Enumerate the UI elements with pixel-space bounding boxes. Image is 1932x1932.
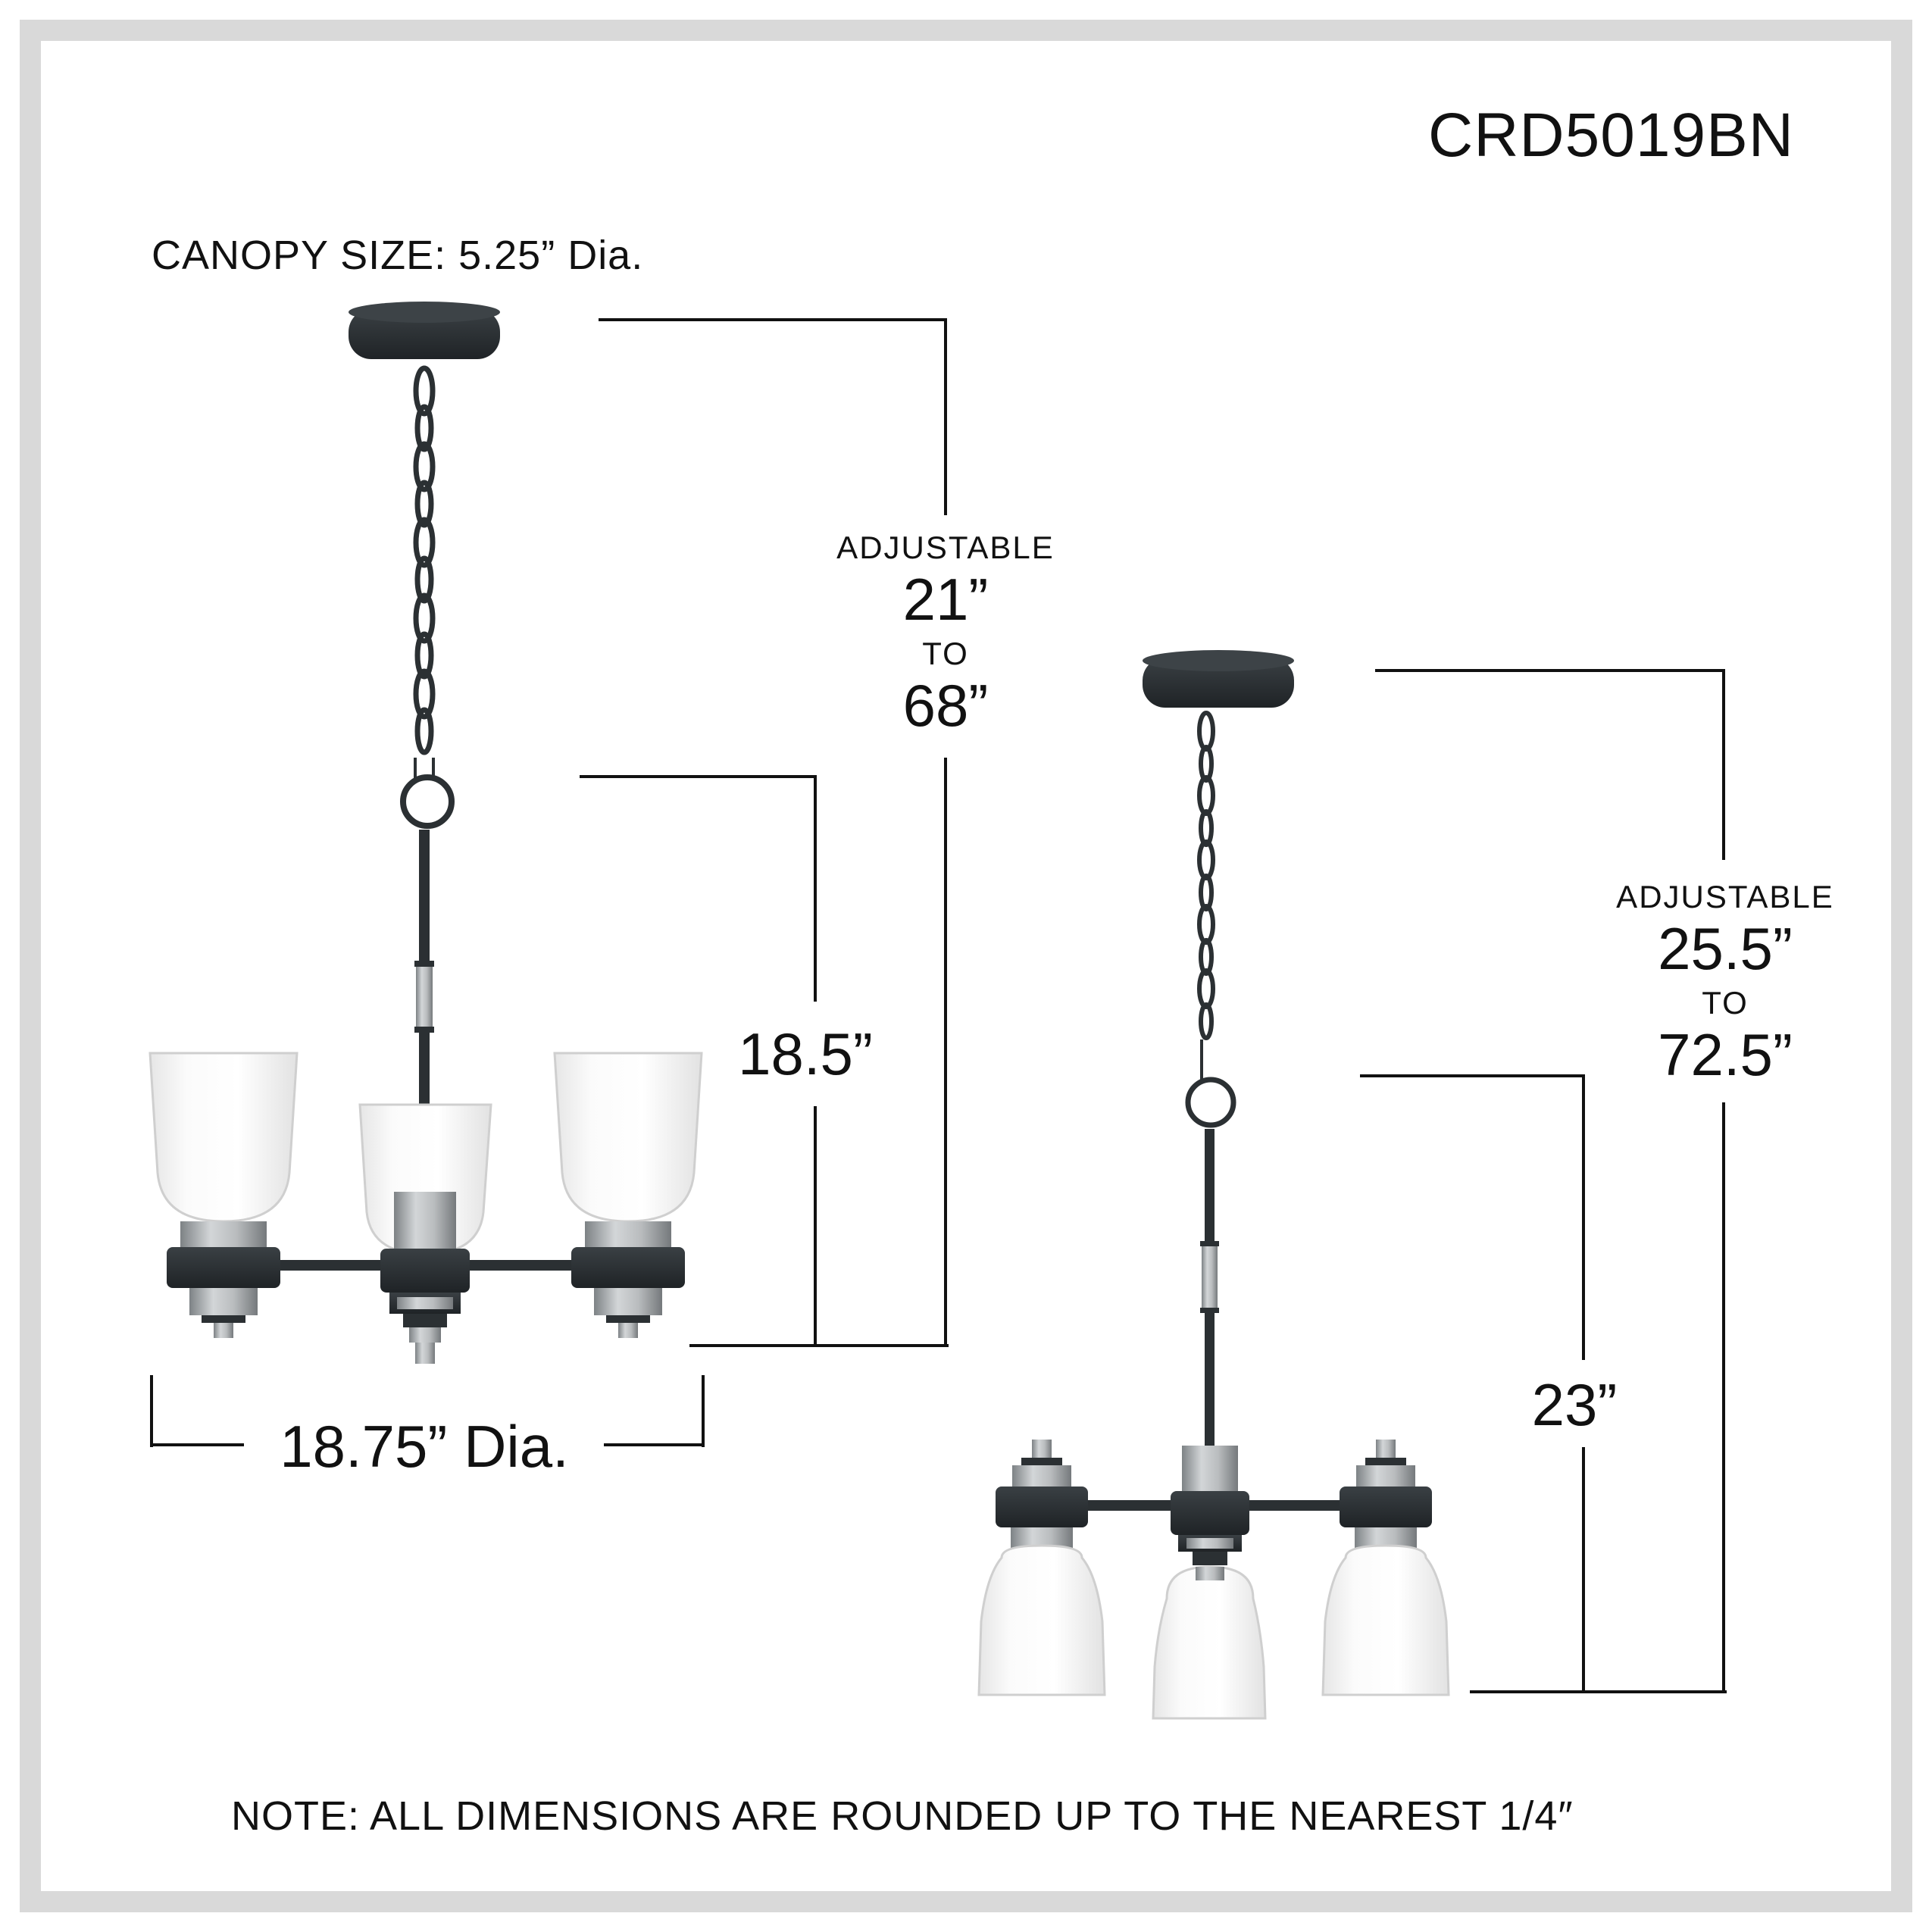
right-adjustable-label: ADJUSTABLE bbox=[1616, 879, 1834, 914]
right-body-height: 23” bbox=[1531, 1371, 1618, 1438]
rounding-note: NOTE: ALL DIMENSIONS ARE ROUNDED UP TO T… bbox=[231, 1793, 1574, 1839]
left-width-dia: 18.75” Dia. bbox=[280, 1413, 569, 1480]
left-to-label: TO bbox=[922, 636, 969, 671]
model-number: CRD5019BN bbox=[1428, 101, 1794, 170]
fixture-shades-up bbox=[148, 302, 703, 1364]
right-overall-max: 72.5” bbox=[1658, 1021, 1793, 1088]
left-body-height: 18.5” bbox=[738, 1021, 873, 1087]
outer-frame bbox=[20, 20, 1912, 1912]
left-overall-min: 21” bbox=[902, 566, 989, 633]
fixture-shades-down bbox=[977, 650, 1450, 1720]
dimension-lines bbox=[150, 318, 1727, 1693]
canopy-size-label: CANOPY SIZE: 5.25” Dia. bbox=[152, 233, 644, 278]
left-overall-max: 68” bbox=[902, 672, 989, 739]
right-to-label: TO bbox=[1702, 985, 1749, 1021]
right-overall-min: 25.5” bbox=[1658, 915, 1793, 982]
left-adjustable-label: ADJUSTABLE bbox=[836, 530, 1055, 565]
